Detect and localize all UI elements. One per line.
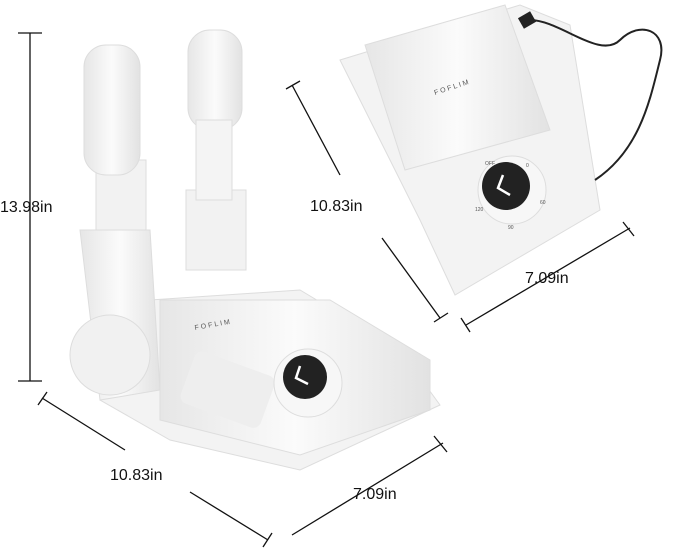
dim-right-width: 7.09in <box>525 270 569 287</box>
boot-dryer-upright: FOFLIM <box>69 29 441 471</box>
dim-left-width: 7.09in <box>353 486 397 503</box>
dim-left-length: 10.83in <box>110 467 163 484</box>
timer-dial-folded <box>482 162 530 210</box>
power-plug-icon <box>517 11 537 29</box>
boot-dryer-folded: FOFLIM OFF 0 60 90 120 <box>339 4 663 296</box>
dial-label: 0 <box>526 163 529 169</box>
dial-label: OFF <box>485 161 495 167</box>
power-cord <box>529 19 663 181</box>
dial-label: 60 <box>540 200 546 206</box>
dial-label: 120 <box>475 207 484 213</box>
timer-dial <box>283 355 327 399</box>
dim-right-length: 10.83in <box>310 198 363 215</box>
dial-label: 90 <box>508 225 514 231</box>
dim-left-height: 13.98in <box>0 199 53 216</box>
dimension-lines <box>18 32 635 548</box>
